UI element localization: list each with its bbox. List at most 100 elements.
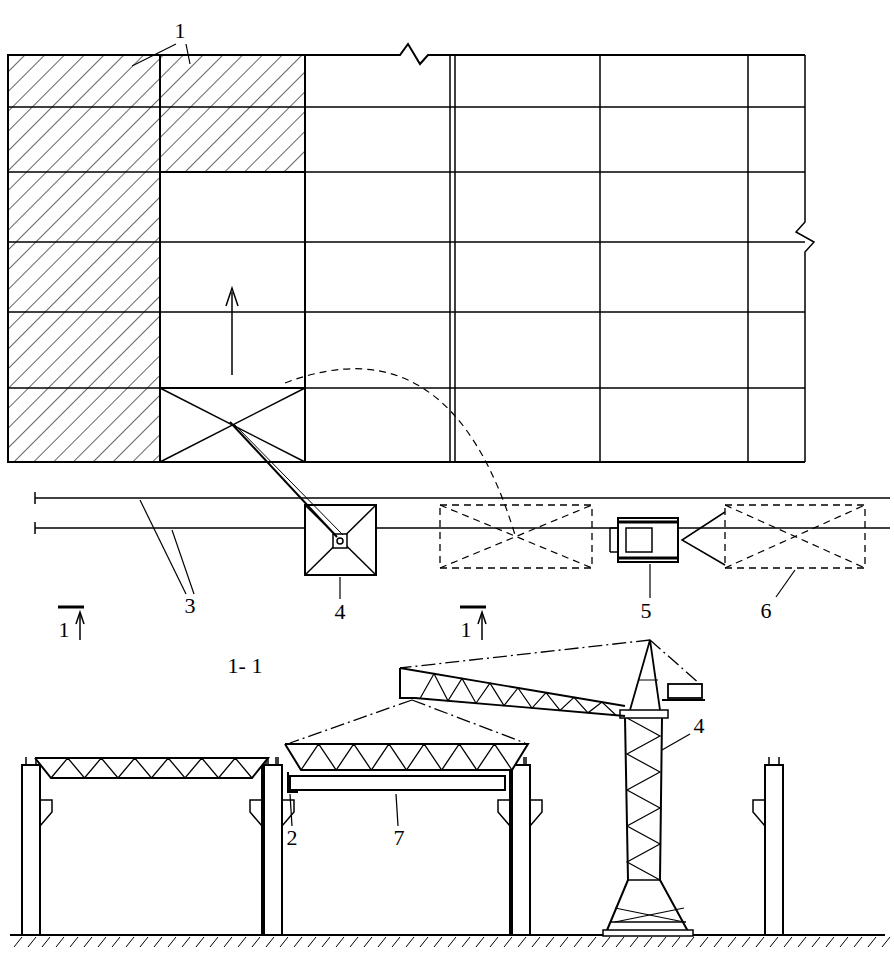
- column: [512, 765, 530, 935]
- leader-line: [186, 44, 190, 64]
- trailer: [725, 505, 865, 568]
- crane-leg: [605, 718, 628, 935]
- ground-hatch: [168, 937, 176, 947]
- ground-hatch: [686, 937, 694, 947]
- trailer-cross: [725, 505, 865, 568]
- ground-hatch: [392, 937, 400, 947]
- ground-hatch: [126, 937, 134, 947]
- ground-hatch: [434, 937, 442, 947]
- crane-lattice: [627, 718, 660, 880]
- trailer-cross: [725, 505, 865, 568]
- ground-hatch: [490, 937, 498, 947]
- counterweight: [668, 684, 702, 698]
- ground-hatch: [140, 937, 148, 947]
- truss-cross: [440, 505, 592, 568]
- crane-boom-plan: [230, 422, 337, 537]
- leader-line: [290, 794, 292, 826]
- ground-hatch: [756, 937, 764, 947]
- crane-boom-plan: [234, 424, 343, 535]
- support-bracket: [288, 772, 298, 792]
- crane-base: [615, 908, 684, 922]
- leader-line: [172, 530, 194, 594]
- crane-base: [615, 908, 684, 922]
- break-line: [796, 55, 814, 462]
- tractor-track: [618, 557, 678, 560]
- ground-hatch: [742, 937, 750, 947]
- section-mark: 1: [57, 619, 72, 641]
- grid-line: [8, 311, 805, 313]
- ground-hatch: [378, 937, 386, 947]
- ground-hatch: [42, 937, 50, 947]
- tow-bar: [682, 512, 725, 565]
- ground-hatch: [364, 937, 372, 947]
- section-arrow: [481, 614, 483, 640]
- grid-line: [454, 55, 456, 462]
- truss-web: [51, 758, 252, 778]
- section-mark: 1: [459, 619, 474, 641]
- ground-hatch: [266, 937, 274, 947]
- callout-number: 6: [759, 600, 774, 622]
- callout-number: 3: [183, 595, 198, 617]
- counter-jib: [662, 699, 705, 701]
- ground-hatch: [420, 937, 428, 947]
- grid-line: [8, 171, 805, 173]
- leader-line: [339, 577, 340, 599]
- ground-hatch: [224, 937, 232, 947]
- ground-hatch: [406, 937, 414, 947]
- swing-arc: [285, 369, 515, 535]
- ground-hatch: [70, 937, 78, 947]
- bearing-mark: [768, 757, 770, 765]
- column: [264, 765, 282, 935]
- grid-line: [8, 461, 805, 463]
- boom-tip: [400, 668, 415, 698]
- leader-line: [132, 44, 176, 66]
- ground-hatch: [322, 937, 330, 947]
- ground-hatch: [280, 937, 288, 947]
- ground-hatch: [196, 937, 204, 947]
- sling: [290, 700, 412, 743]
- tractor-track: [618, 521, 678, 524]
- ground-hatch: [854, 937, 862, 947]
- roof-truss: [35, 758, 268, 778]
- truss-cross: [440, 505, 592, 568]
- callout-number: 5: [639, 600, 654, 622]
- grid-line: [8, 241, 805, 243]
- callout-number: 1: [173, 20, 188, 42]
- section-title: 1- 1: [226, 655, 265, 677]
- ground-hatch: [112, 937, 120, 947]
- tractor-front: [610, 527, 618, 529]
- ground-hatch: [336, 937, 344, 947]
- roof-truss: [285, 744, 528, 770]
- grid-line: [747, 55, 749, 462]
- slewing-ring: [620, 710, 668, 718]
- ground-hatch: [294, 937, 302, 947]
- ground-hatch: [154, 937, 162, 947]
- rail: [35, 527, 890, 529]
- ground-hatch: [882, 937, 890, 947]
- ground-hatch: [770, 937, 778, 947]
- ground-hatch: [504, 937, 512, 947]
- leader-line: [140, 500, 186, 594]
- ground-hatch: [630, 937, 638, 947]
- ground-hatch: [350, 937, 358, 947]
- column-console: [530, 800, 542, 826]
- truss-web: [301, 744, 512, 770]
- boom-tie: [400, 640, 650, 668]
- ground-hatch: [182, 937, 190, 947]
- column-console: [753, 800, 765, 826]
- tractor-front: [610, 551, 618, 553]
- rail: [35, 497, 890, 499]
- ground-hatch: [840, 937, 848, 947]
- bearing-mark: [25, 757, 27, 765]
- ground-hatch: [602, 937, 610, 947]
- leader-line: [776, 570, 795, 597]
- ground-hatch: [826, 937, 834, 947]
- ground-hatch: [210, 937, 218, 947]
- callout-number: 2: [285, 827, 300, 849]
- drawing: [8, 44, 890, 947]
- spreader-frame: [290, 776, 505, 790]
- ground-hatch: [616, 937, 624, 947]
- section-arrow: [79, 614, 81, 640]
